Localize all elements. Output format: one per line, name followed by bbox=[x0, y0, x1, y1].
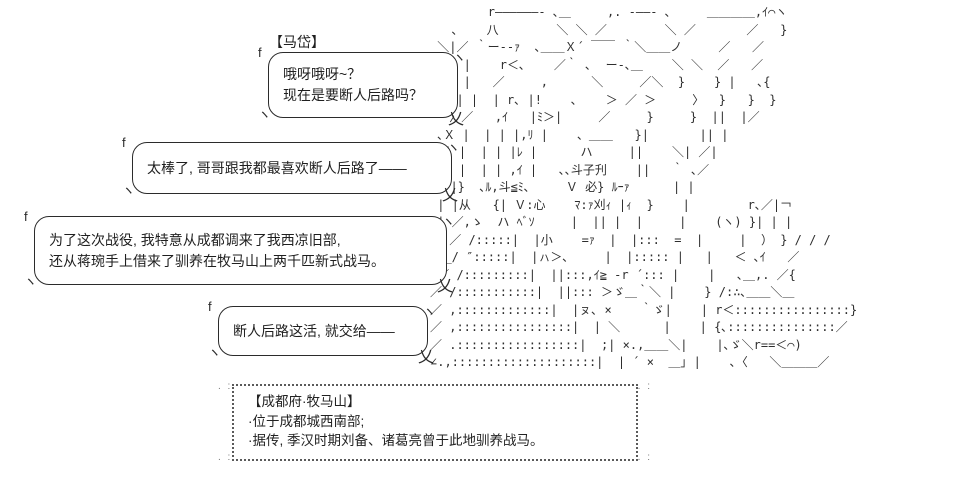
infobox-detail: ·据传, 季汉时期刘备、诸葛亮曾于此地驯养战马。 bbox=[248, 433, 544, 448]
bubble-corner-glyph: f bbox=[208, 299, 212, 314]
dialogue-line: 还从蒋琬手上借来了驯养在牧马山上两千匹新式战马。 bbox=[49, 252, 385, 269]
infobox-title: 【成都府·牧马山】 bbox=[248, 394, 361, 409]
speech-bubble: f ヽ ヽ 乂 为了这次战役, 我特意从成都调来了我西凉旧部, 还从蒋琬手上借来… bbox=[24, 210, 455, 295]
bubble-corner-glyph: ヽ bbox=[422, 304, 436, 319]
bubble-corner-glyph: ヽ bbox=[258, 107, 272, 122]
bubble-corner-glyph: 乂 bbox=[441, 187, 458, 204]
bubble-corner-glyph: ヽ bbox=[441, 214, 455, 229]
bubble-corner-glyph: f bbox=[258, 45, 262, 60]
location-info-box: . : . : . : . : 【成都府·牧马山】 ·位于成都城西南部; ·据传… bbox=[218, 382, 650, 463]
bubble-corner-glyph: 乂 bbox=[447, 111, 464, 128]
speech-bubble: f ヽ ヽ 乂 断人后路这活, 就交给—— bbox=[208, 300, 436, 366]
dialogue-line: 断人后路这活, 就交给—— bbox=[233, 322, 395, 339]
speaker-name-label: 【马岱】 bbox=[269, 34, 325, 50]
bubble-corner-glyph: ヽ bbox=[208, 345, 222, 360]
dialogue-line: 现在是要断人后路吗？ bbox=[283, 87, 423, 103]
infobox-detail: ·位于成都城西南部; bbox=[248, 413, 365, 429]
speech-bubble-madai: 【马岱】 f ヽ ヽ 乂 哦呀哦呀~？ 现在是要断人后路吗？ bbox=[258, 34, 466, 128]
bubble-corner-glyph: 乂 bbox=[417, 349, 434, 366]
bubble-corner-glyph: 乂 bbox=[436, 278, 453, 295]
bubble-corner-glyph: ヽ bbox=[452, 50, 466, 65]
ascii-art-character: r――――――- ､＿ ,. -――- ､ ＿＿＿＿,ｲ⌒ヽ ､ 八 ＼ ＼ ／… bbox=[430, 5, 858, 369]
infobox-corner-dots: . : bbox=[218, 381, 233, 392]
dialogue-line: 为了这次战役, 我特意从成都调来了我西凉旧部, bbox=[49, 231, 341, 248]
dialogue-line: 哦呀哦呀~？ bbox=[283, 66, 362, 82]
bubble-corner-glyph: ヽ bbox=[24, 274, 38, 289]
bubble-corner-glyph: ヽ bbox=[446, 140, 460, 155]
bubble-corner-glyph: f bbox=[24, 209, 28, 224]
bubble-corner-glyph: f bbox=[122, 135, 126, 150]
dialogue-line: 太棒了, 哥哥跟我都最喜欢断人后路了—— bbox=[147, 159, 407, 176]
infobox-corner-dots: . : bbox=[637, 451, 652, 463]
infobox-corner-dots: . : bbox=[218, 451, 233, 463]
speech-bubble: f ヽ ヽ 乂 太棒了, 哥哥跟我都最喜欢断人后路了—— bbox=[122, 136, 460, 204]
infobox-corner-dots: . : bbox=[637, 381, 652, 392]
bubble-corner-glyph: ヽ bbox=[122, 183, 136, 198]
